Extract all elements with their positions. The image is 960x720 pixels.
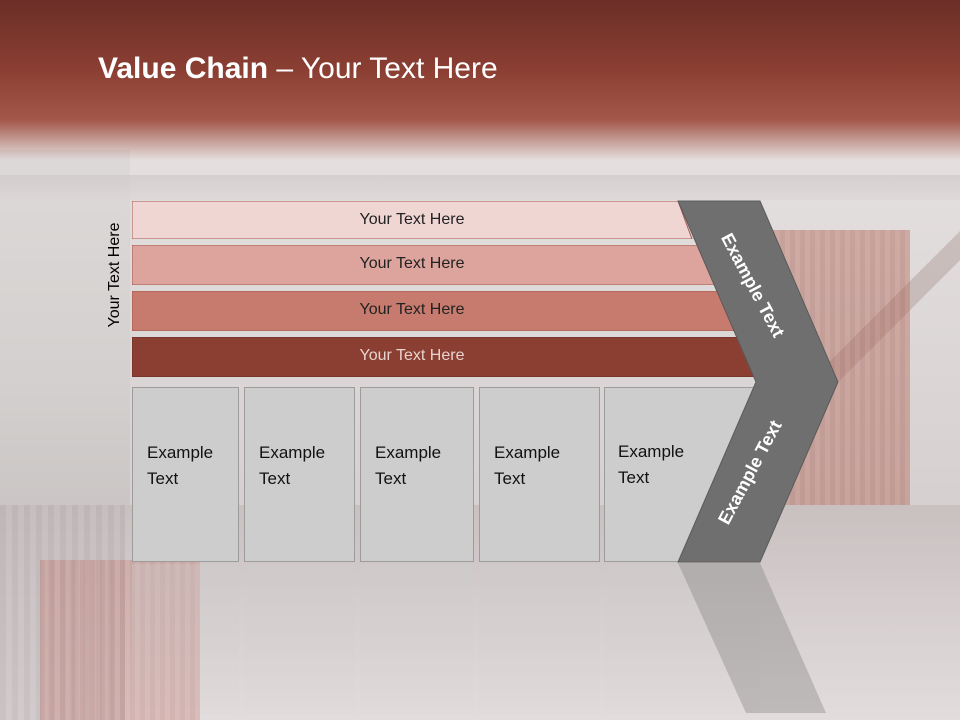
- bar-3-label: Your Text Here: [359, 301, 465, 318]
- example-box-4-label: Example Text: [494, 443, 561, 488]
- background-containers-red: [40, 560, 200, 720]
- reflection-1: [132, 564, 239, 714]
- bar-3[interactable]: Your Text Here: [132, 291, 742, 331]
- side-label-text: Your Text Here: [106, 222, 123, 328]
- title-bold: Value Chain: [98, 52, 269, 85]
- example-box-1-label: Example Text: [147, 443, 214, 488]
- example-box-3[interactable]: Example Text: [360, 387, 474, 562]
- chevron-reflection: [678, 563, 826, 713]
- value-chain-chevron[interactable]: [676, 200, 846, 570]
- bar-2-label: Your Text Here: [359, 255, 465, 272]
- reflection-2: [244, 564, 355, 714]
- example-box-5-label: Example Text: [618, 442, 685, 487]
- reflection-3: [360, 564, 474, 714]
- example-box-1[interactable]: Example Text: [132, 387, 239, 562]
- title-rest: – Your Text Here: [268, 52, 498, 85]
- example-box-4[interactable]: Example Text: [479, 387, 600, 562]
- example-box-3-label: Example Text: [375, 443, 442, 488]
- example-box-2-label: Example Text: [259, 443, 326, 488]
- reflection-4: [479, 564, 600, 714]
- slide-title[interactable]: Value Chain – Your Text Here: [98, 52, 498, 86]
- bar-1-label: Your Text Here: [359, 211, 465, 228]
- background-sea: [0, 150, 130, 530]
- bar-2[interactable]: Your Text Here: [132, 245, 722, 285]
- example-box-2[interactable]: Example Text: [244, 387, 355, 562]
- bar-4-label: Your Text Here: [359, 347, 465, 364]
- side-label[interactable]: Your Text Here: [102, 195, 128, 355]
- background-containers-left: [0, 505, 125, 720]
- header-band: Value Chain – Your Text Here: [0, 0, 960, 160]
- bar-4[interactable]: Your Text Here: [132, 337, 766, 377]
- bar-1[interactable]: Your Text Here: [132, 201, 694, 239]
